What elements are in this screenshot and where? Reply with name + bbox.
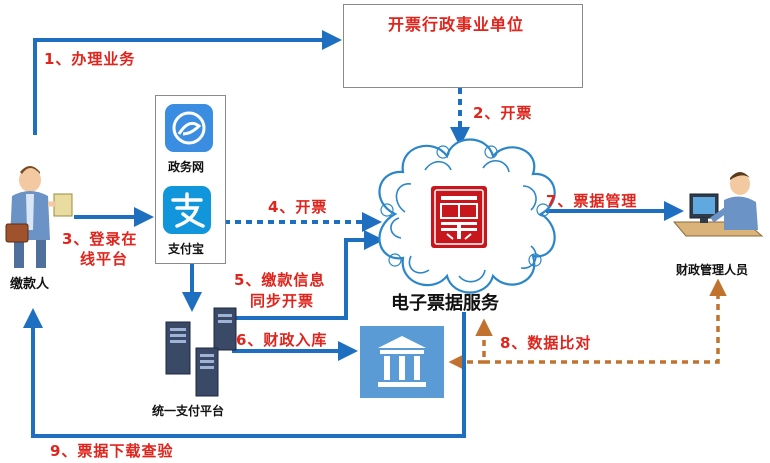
payment-platform-label: 统一支付平台 <box>152 404 225 418</box>
finance-staff-icon <box>672 172 764 237</box>
alipay-label: 支付宝 <box>168 242 205 256</box>
step-3-label-line2: 线平台 <box>80 250 129 268</box>
seal-icon <box>431 186 487 248</box>
alipay-icon <box>163 186 211 234</box>
step-5-label-line2: 同步开票 <box>250 292 315 310</box>
arrow-8-data-comparison <box>475 278 727 364</box>
cloud-swirl-dots <box>380 145 550 267</box>
step-1-label: 1、办理业务 <box>44 50 136 68</box>
payer-label: 缴款人 <box>10 277 50 292</box>
finance-staff-label: 财政管理人员 <box>676 263 749 277</box>
step-8-label: 8、数据比对 <box>500 334 592 352</box>
step-6-label: 6、财政入库 <box>236 331 328 349</box>
step-3-label-line1: 3、登录在 <box>62 230 138 248</box>
treasury-bank-icon <box>360 326 444 398</box>
server-icon <box>165 307 237 397</box>
gov-app-label: 政务网 <box>168 160 205 174</box>
eservice-label: 电子票据服务 <box>391 293 499 314</box>
gov-app-icon <box>165 104 213 152</box>
arrow-1-handle-business <box>33 30 342 135</box>
issuer-unit-box: 开票行政事业单位 <box>343 4 583 88</box>
arrow-5-sync-payment <box>232 230 384 320</box>
issuer-unit-title: 开票行政事业单位 <box>388 15 525 34</box>
step-4-label: 4、开票 <box>268 198 328 216</box>
step-7-label: 7、票据管理 <box>546 192 638 210</box>
step-2-label: 2、开票 <box>473 104 533 122</box>
step-5-label-line1: 5、缴款信息 <box>234 271 326 289</box>
payer-person-icon <box>5 166 73 268</box>
arrow-9-download-verify <box>23 308 466 438</box>
step-9-label: 9、票据下载查验 <box>50 442 174 460</box>
